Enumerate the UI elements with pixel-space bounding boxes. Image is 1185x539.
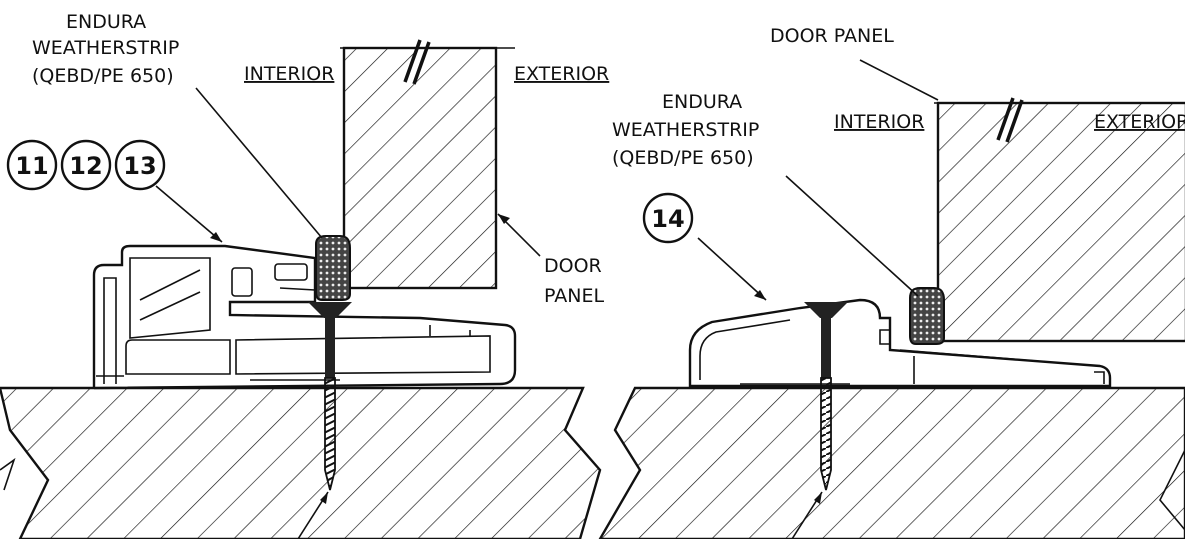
right-weatherstrip-label-line2: WEATHERSTRIP bbox=[612, 119, 759, 141]
svg-text:11: 11 bbox=[15, 152, 48, 180]
right-door-panel bbox=[936, 101, 1185, 343]
right-weatherstrip bbox=[909, 287, 945, 345]
left-weatherstrip-label-line3: (QEBD/PE 650) bbox=[32, 65, 174, 87]
right-weatherstrip-label-line3: (QEBD/PE 650) bbox=[612, 147, 754, 169]
left-callout-11: 11 bbox=[6, 139, 58, 191]
left-arrow-icon bbox=[210, 232, 222, 242]
left-interior-label: INTERIOR bbox=[244, 63, 334, 85]
left-screw-arrow-icon bbox=[320, 492, 328, 504]
left-break-mark-icon bbox=[403, 39, 431, 85]
left-threshold-extrusion bbox=[92, 244, 517, 390]
svg-text:14: 14 bbox=[651, 205, 684, 233]
right-screw-arrow-icon bbox=[814, 492, 822, 504]
right-door-panel-label: DOOR PANEL bbox=[770, 25, 894, 47]
left-exterior-label: EXTERIOR bbox=[514, 63, 609, 85]
left-callout-12: 12 bbox=[60, 139, 112, 191]
left-detail: ENDURA WEATHERSTRIP (QEBD/PE 650) INTERI… bbox=[0, 11, 609, 539]
right-detail: DOOR PANEL ENDURA WEATHERSTRIP (QEBD/PE … bbox=[598, 25, 1185, 539]
left-door-panel bbox=[342, 46, 498, 290]
right-screw bbox=[804, 302, 848, 491]
right-arrow-icon bbox=[754, 290, 766, 300]
right-interior-label: INTERIOR bbox=[834, 111, 924, 133]
right-callout-14: 14 bbox=[642, 192, 694, 244]
right-subfloor bbox=[598, 386, 1185, 539]
left-weatherstrip-label-line1: ENDURA bbox=[66, 11, 146, 33]
left-subfloor bbox=[0, 386, 602, 539]
svg-text:13: 13 bbox=[123, 152, 156, 180]
left-weatherstrip-label-line2: WEATHERSTRIP bbox=[32, 37, 179, 59]
left-door-panel-label-line1: DOOR bbox=[544, 255, 602, 277]
left-door-panel-label-line2: PANEL bbox=[544, 285, 604, 307]
right-weatherstrip-label-line1: ENDURA bbox=[662, 91, 742, 113]
left-door-arrow-icon bbox=[498, 214, 510, 224]
right-exterior-label: EXTERIOR bbox=[1094, 111, 1185, 133]
left-weatherstrip bbox=[315, 235, 351, 301]
svg-text:12: 12 bbox=[69, 152, 102, 180]
left-screw bbox=[308, 302, 352, 491]
right-break-mark-icon bbox=[996, 97, 1024, 143]
left-callout-13: 13 bbox=[114, 139, 166, 191]
